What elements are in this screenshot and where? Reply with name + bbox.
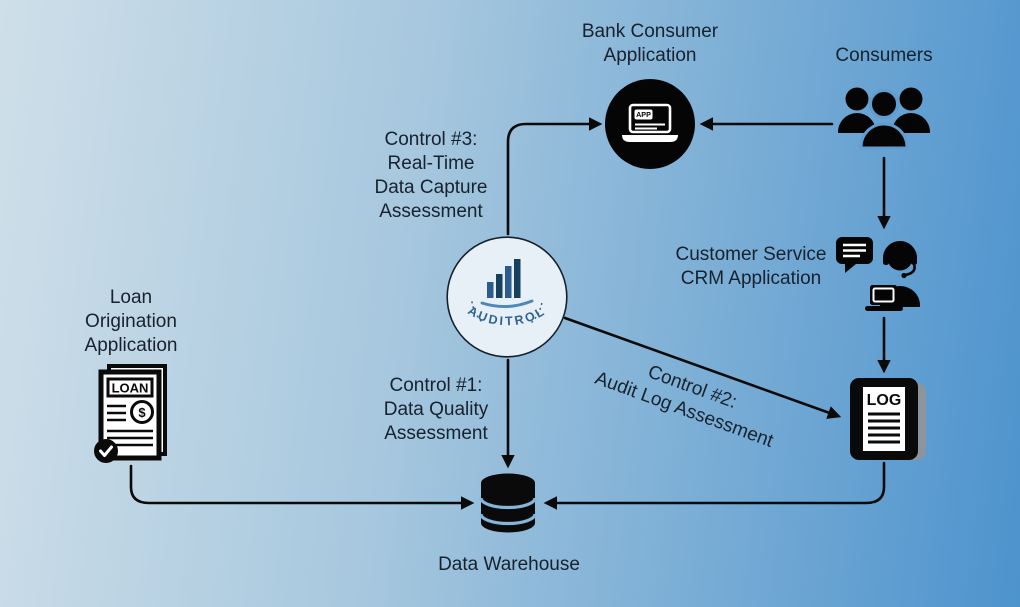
arrow-log-to-warehouse (543, 461, 886, 510)
auditrol-logo: AUDITROL (446, 236, 568, 358)
laptop-screen (628, 103, 672, 134)
crm-label-line1: Customer Service (675, 244, 827, 265)
loan-document-icon: LOAN $ (94, 364, 167, 463)
chat-bubble-tail (845, 262, 856, 273)
database-separator-1 (479, 497, 537, 510)
arrow-loan-to-warehouse (129, 464, 475, 510)
app-badge (634, 109, 653, 120)
bar-4 (514, 259, 521, 298)
auditrol-bars (487, 259, 521, 298)
control1-line2: Data Quality (383, 399, 489, 420)
control1-line3: Assessment (384, 423, 488, 444)
headset-mic (904, 263, 916, 277)
headset-earcup-left (883, 254, 889, 265)
crm-label-line2: CRM Application (680, 268, 822, 289)
person-back-left-body (838, 113, 876, 133)
consumers-label-line1: Consumers (835, 45, 933, 66)
logo-swoosh (480, 299, 534, 308)
arrow-auditrol-to-bank-app (506, 117, 603, 236)
check-mark (99, 445, 113, 457)
bar-1 (487, 282, 494, 298)
person-front-head (869, 89, 899, 119)
dollar-circle (130, 400, 154, 424)
log-icon: LOG (850, 378, 926, 460)
agent-laptop-base (865, 306, 903, 311)
agent-head (887, 245, 913, 271)
data-warehouse-label: Data Warehouse (438, 553, 580, 577)
consumers-icon (838, 87, 930, 150)
bank-consumer-app-icon: APP (605, 79, 695, 169)
database-cylinder (481, 473, 535, 533)
log-page (863, 387, 905, 451)
crm-agent-icon (836, 237, 920, 311)
logo-dots-right (531, 301, 543, 323)
dollar-symbol: $ (138, 405, 146, 420)
control1-line1: Control #1: (389, 375, 483, 396)
log-title-text: LOG (867, 392, 902, 409)
loan-label-line2: Origination (85, 311, 177, 332)
loan-label-line1: Loan (109, 287, 153, 308)
headset-band (883, 241, 917, 261)
bank-consumer-app-label-line2: Application (603, 45, 697, 66)
agent-laptop-screen-inner (872, 287, 895, 303)
headset-mic-tip (901, 272, 907, 279)
arrow-auditrol-to-log (563, 316, 842, 419)
bank-consumer-app-label-line1: Bank Consumer (581, 21, 719, 42)
crm-label: Customer Service CRM Application (676, 243, 827, 291)
consumers-label: Consumers (835, 44, 932, 68)
person-back-right-body (892, 113, 930, 133)
control3-line2: Real-Time (387, 153, 475, 174)
check-badge (94, 439, 118, 463)
laptop-base (622, 135, 678, 142)
logo-dots-left (471, 301, 483, 323)
control1-label: Control #1: Data Quality Assessment (384, 374, 489, 446)
person-back-right-head (899, 87, 923, 111)
bar-2 (496, 274, 503, 298)
loan-header-box (106, 377, 154, 398)
database-separator-2 (479, 513, 537, 526)
control3-line3: Data Capture (374, 177, 488, 198)
agent-laptop-screen (870, 285, 897, 305)
control3-line4: Assessment (379, 201, 483, 222)
bank-consumer-app-label: Bank Consumer Application (582, 20, 718, 68)
person-back-left-head (845, 87, 869, 111)
loan-label-line3: Application (84, 335, 178, 356)
control3-label: Control #3: Real-Time Data Capture Asses… (374, 128, 487, 224)
control3-line1: Control #3: (384, 129, 478, 150)
loan-header-text: LOAN (112, 381, 149, 396)
loan-app-label: Loan Origination Application (85, 286, 178, 358)
data-warehouse-label-line1: Data Warehouse (438, 554, 580, 575)
bar-3 (505, 266, 512, 298)
person-front-body (859, 122, 909, 150)
data-warehouse-icon (479, 473, 537, 533)
headset-earcup-right (911, 254, 917, 265)
app-badge-text: APP (636, 110, 651, 119)
